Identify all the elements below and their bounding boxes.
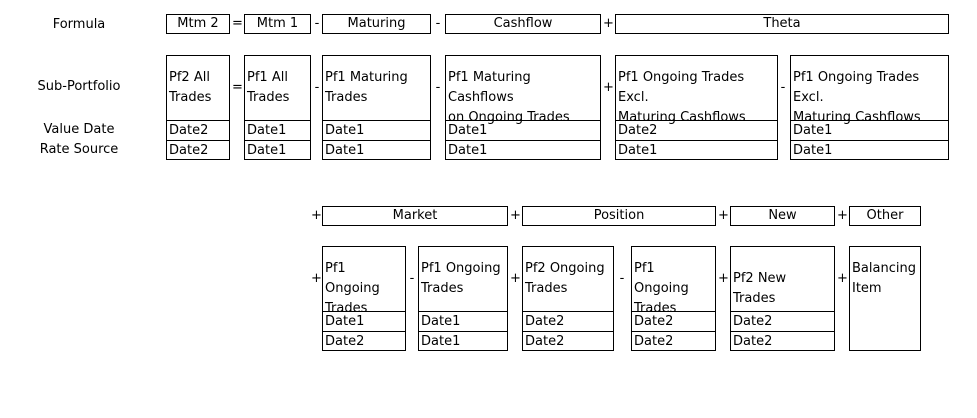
box-market-pf1-ongoing-b: Pf1 Ongoing Trades Date1 Date1 [418,246,508,351]
value-date: Date2 [616,120,777,140]
operator: + [603,16,614,31]
box-position-pf2-ongoing: Pf2 Ongoing Trades Date2 Date2 [522,246,614,351]
value-date: Date1 [323,311,405,331]
operator: - [619,271,625,286]
operator: + [718,208,729,223]
value-date: Date1 [323,120,430,140]
header-mtm2: Mtm 2 [166,14,230,34]
box-name: Balancing Item [852,261,916,296]
operator: - [409,271,415,286]
value-date: Date1 [446,120,600,140]
rate-source: Date2 [167,140,229,160]
value-date: Date2 [167,120,229,140]
operator: + [837,271,848,286]
box-new-pf2-new-trades: Pf2 New Trades Date2 Date2 [730,246,835,351]
box-name: Pf1 All Trades [247,70,290,105]
value-date: Date2 [731,311,834,331]
operator: + [311,208,322,223]
operator: - [780,80,786,95]
box-name: Pf1 Ongoing Trades Excl. Maturing Cashfl… [618,70,746,125]
operator: + [837,208,848,223]
box-pf1-maturing-trades: Pf1 Maturing Trades Date1 Date1 [322,55,431,160]
row-label-value-date: Value Date [43,122,115,137]
header-maturing: Maturing [322,14,431,34]
rate-source: Date1 [419,331,507,351]
box-pf1-ongoing-excl-date2: Pf1 Ongoing Trades Excl. Maturing Cashfl… [615,55,778,160]
rate-source: Date1 [245,140,310,160]
rate-source: Date1 [446,140,600,160]
operator: + [510,271,521,286]
operator: - [314,80,320,95]
operator: + [718,271,729,286]
box-name: Pf2 Ongoing Trades [525,261,605,296]
operator: + [510,208,521,223]
box-name: Pf1 Ongoing Trades [421,261,501,296]
rate-source: Date2 [523,331,613,351]
value-date: Date1 [791,120,948,140]
header-position: Position [522,206,716,226]
box-pf2-all-trades: Pf2 All Trades Date2 Date2 [166,55,230,160]
value-date: Date1 [245,120,310,140]
row-label-formula: Formula [52,17,106,32]
value-date: Date1 [419,311,507,331]
operator: + [311,271,322,286]
box-other-balancing-item: Balancing Item [849,246,921,351]
operator: + [603,80,614,95]
row-label-sub-portfolio: Sub-Portfolio [37,79,121,94]
box-name: Pf1 Ongoing Trades [325,261,380,316]
rate-source: Date2 [632,331,715,351]
operator: - [435,80,441,95]
header-market: Market [322,206,508,226]
box-name: Pf1 Maturing Trades [325,70,408,105]
value-date: Date2 [632,311,715,331]
header-cashflow: Cashflow [445,14,601,34]
operator: = [232,16,243,31]
box-pf1-all-trades: Pf1 All Trades Date1 Date1 [244,55,311,160]
rate-source: Date2 [323,331,405,351]
rate-source: Date1 [323,140,430,160]
header-new: New [730,206,835,226]
operator: - [314,16,320,31]
box-pf1-ongoing-excl-date1: Pf1 Ongoing Trades Excl. Maturing Cashfl… [790,55,949,160]
operator: = [232,80,243,95]
box-name: Pf2 All Trades [169,70,212,105]
box-name: Pf1 Maturing Cashflows on Ongoing Trades [448,70,570,125]
box-pf1-maturing-cashflows: Pf1 Maturing Cashflows on Ongoing Trades… [445,55,601,160]
box-position-pf1-ongoing: Pf1 Ongoing Trades Date2 Date2 [631,246,716,351]
header-other: Other [849,206,921,226]
rate-source: Date2 [731,331,834,351]
rate-source: Date1 [616,140,777,160]
rate-source: Date1 [791,140,948,160]
box-market-pf1-ongoing-a: Pf1 Ongoing Trades Date1 Date2 [322,246,406,351]
operator: - [435,16,441,31]
box-name: Pf1 Ongoing Trades Excl. Maturing Cashfl… [793,70,921,125]
box-name: Pf1 Ongoing Trades [634,261,689,316]
value-date: Date2 [523,311,613,331]
box-name: Pf2 New Trades [733,271,787,306]
header-mtm1: Mtm 1 [244,14,311,34]
header-theta: Theta [615,14,949,34]
row-label-rate-source: Rate Source [39,142,119,157]
